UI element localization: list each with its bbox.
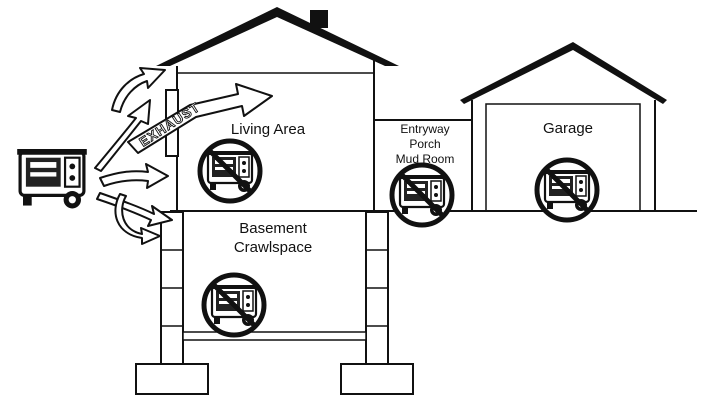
garage-label: Garage	[543, 120, 593, 137]
right-footing	[340, 363, 414, 395]
exhaust-arrows	[94, 67, 273, 245]
exhaust-arrow-top	[111, 67, 166, 113]
mud-room-label: Mud Room	[396, 152, 455, 166]
basement-foundation	[135, 211, 414, 395]
chimney	[310, 10, 328, 28]
exhaust-arrow-up	[94, 99, 151, 172]
no-generator-living-area-icon	[200, 141, 260, 201]
basement-label: Basement	[239, 220, 307, 237]
entryway-label: Entryway	[400, 122, 449, 136]
no-generator-basement-icon	[204, 275, 264, 335]
exhaust-arrow-large	[127, 83, 273, 154]
exhaust-arrow-low	[96, 192, 173, 227]
house-roof	[156, 7, 399, 66]
exhaust-arrow-mid	[99, 163, 169, 189]
exhaust-arrow-basement	[114, 193, 161, 245]
basement-floor-slab	[182, 331, 367, 341]
no-generator-entryway-icon	[392, 165, 452, 225]
outdoor-generator-icon	[15, 147, 89, 211]
left-footing	[135, 363, 209, 395]
crawlspace-label: Crawlspace	[234, 239, 312, 256]
no-generator-garage-icon	[537, 160, 597, 220]
porch-label: Porch	[409, 137, 440, 151]
living-area-label: Living Area	[231, 121, 306, 138]
